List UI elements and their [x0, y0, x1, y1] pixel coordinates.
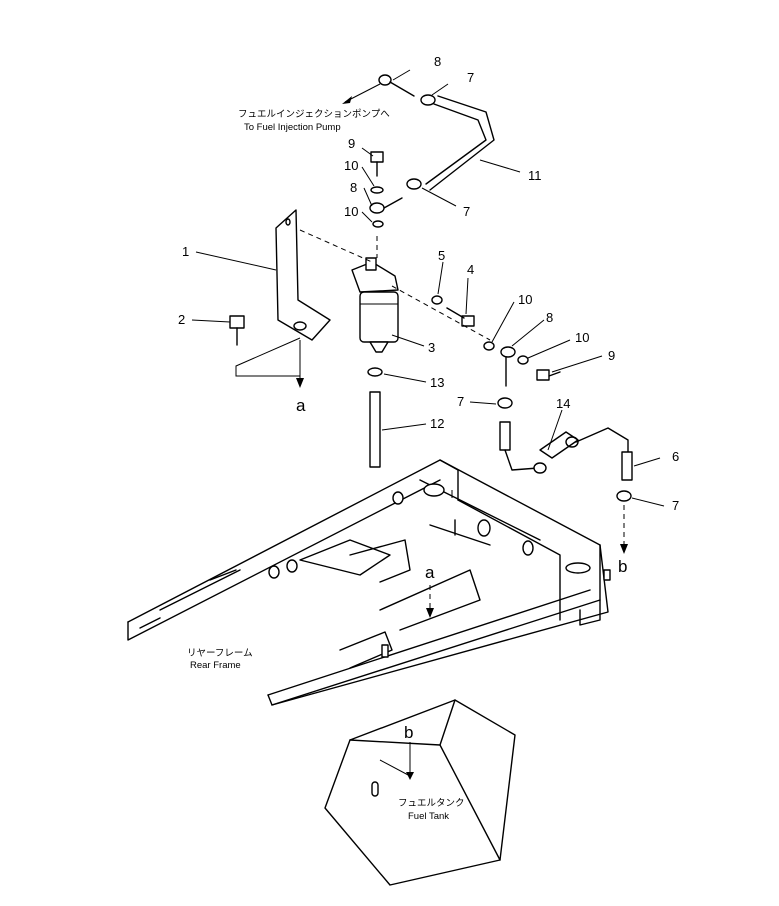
bracket [275, 209, 331, 341]
callout-2: 2 [178, 312, 185, 327]
callout-5: 5 [438, 248, 445, 263]
callout-9: 9 [348, 136, 355, 151]
bolt [229, 315, 245, 346]
callout-10: 10 [344, 204, 358, 219]
callout-1: 1 [182, 244, 189, 259]
leader-lines [191, 69, 665, 507]
reference-letters: a a b b [296, 396, 627, 742]
ref-a-frame: a [425, 563, 435, 582]
callout-8: 8 [546, 310, 553, 325]
fuel-filter [351, 257, 399, 353]
pipe [367, 367, 383, 468]
callout-7: 7 [467, 70, 474, 85]
ref-a-bracket: a [296, 396, 306, 415]
rear-frame [127, 459, 611, 706]
callout-11: 11 [528, 168, 542, 183]
callout-7: 7 [672, 498, 679, 513]
callout-14: 14 [556, 396, 570, 411]
note-frame-jp: リヤーフレーム [187, 648, 253, 659]
callout-7: 7 [457, 394, 464, 409]
callout-4: 4 [467, 262, 474, 277]
callout-10: 10 [575, 330, 589, 345]
ref-b-hose: b [618, 557, 627, 576]
callout-3: 3 [428, 340, 435, 355]
callout-12: 12 [430, 416, 444, 431]
callout-13: 13 [430, 375, 444, 390]
ref-b-tank: b [404, 723, 413, 742]
right-hardware [431, 295, 633, 502]
callout-6: 6 [672, 449, 679, 464]
callout-10: 10 [518, 292, 532, 307]
callout-10: 10 [344, 158, 358, 173]
callouts: 8 7 9 10 8 10 7 11 1 2 5 4 3 10 8 10 9 1… [178, 54, 679, 513]
callout-8: 8 [434, 54, 441, 69]
upper-hardware [369, 74, 436, 228]
callout-8: 8 [350, 180, 357, 195]
callout-9: 9 [608, 348, 615, 363]
notes: フュエルインジェクションポンプへ To Fuel Injection Pump … [187, 109, 465, 822]
reference-arrows [235, 229, 628, 780]
fuel-tank [324, 699, 516, 886]
callout-7: 7 [463, 204, 470, 219]
hose [425, 95, 495, 191]
note-pump-jp: フュエルインジェクションポンプへ [238, 109, 390, 120]
note-tank-en: Fuel Tank [408, 811, 449, 822]
note-frame-en: Rear Frame [190, 660, 241, 671]
note-tank-jp: フュエルタンク [398, 798, 465, 809]
note-pump-en: To Fuel Injection Pump [244, 122, 341, 133]
